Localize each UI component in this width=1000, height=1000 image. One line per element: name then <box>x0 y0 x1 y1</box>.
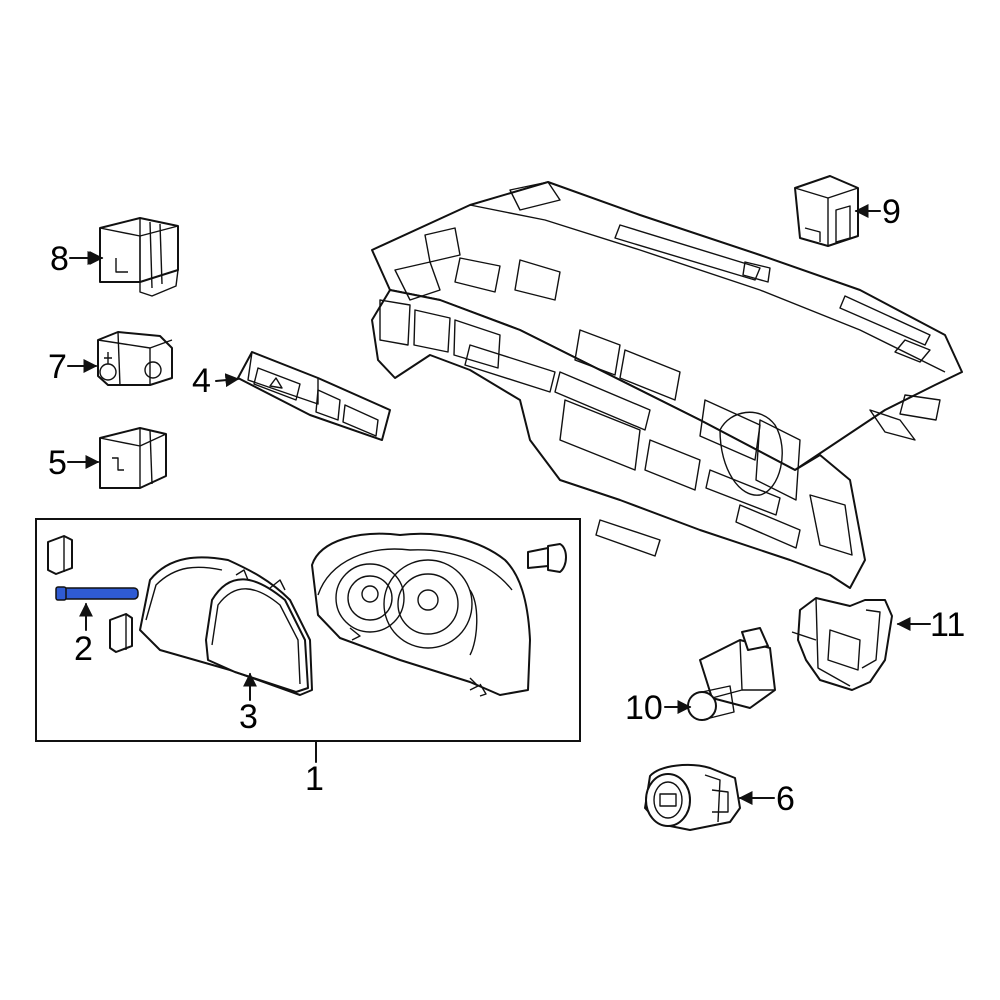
cluster-group-box <box>35 518 581 742</box>
callout-4: 4 <box>192 362 211 400</box>
switch-part-9 <box>794 175 859 247</box>
highlighted-part-2 <box>55 586 139 601</box>
instrument-panel <box>371 181 963 589</box>
knob-switch-part-7 <box>97 331 173 387</box>
lens-part-3 <box>139 556 313 696</box>
sensor-part-10 <box>687 627 776 721</box>
callout-1: 1 <box>305 760 324 798</box>
callout-2: 2 <box>74 630 93 668</box>
meter-cluster-part-1 <box>311 532 531 697</box>
callout-3: 3 <box>239 698 258 736</box>
screw-part <box>527 543 567 573</box>
callout-8: 8 <box>50 240 69 278</box>
leader-lines <box>67 204 931 805</box>
callout-labels: 8 7 5 4 9 2 3 1 11 10 6 <box>48 193 965 818</box>
callout-7: 7 <box>48 348 67 386</box>
hazard-switch-part-4 <box>237 351 391 441</box>
clip-part <box>109 613 133 653</box>
switch-part-8 <box>99 217 179 297</box>
callout-10: 10 <box>625 689 663 727</box>
ignition-switch-part-6 <box>644 763 741 831</box>
callout-9: 9 <box>882 193 901 231</box>
callout-11: 11 <box>930 606 965 644</box>
callout-5: 5 <box>48 444 67 482</box>
bracket-part-11 <box>791 597 893 691</box>
callout-6: 6 <box>776 780 795 818</box>
switch-part-5 <box>99 427 167 489</box>
clip-part <box>47 535 73 575</box>
